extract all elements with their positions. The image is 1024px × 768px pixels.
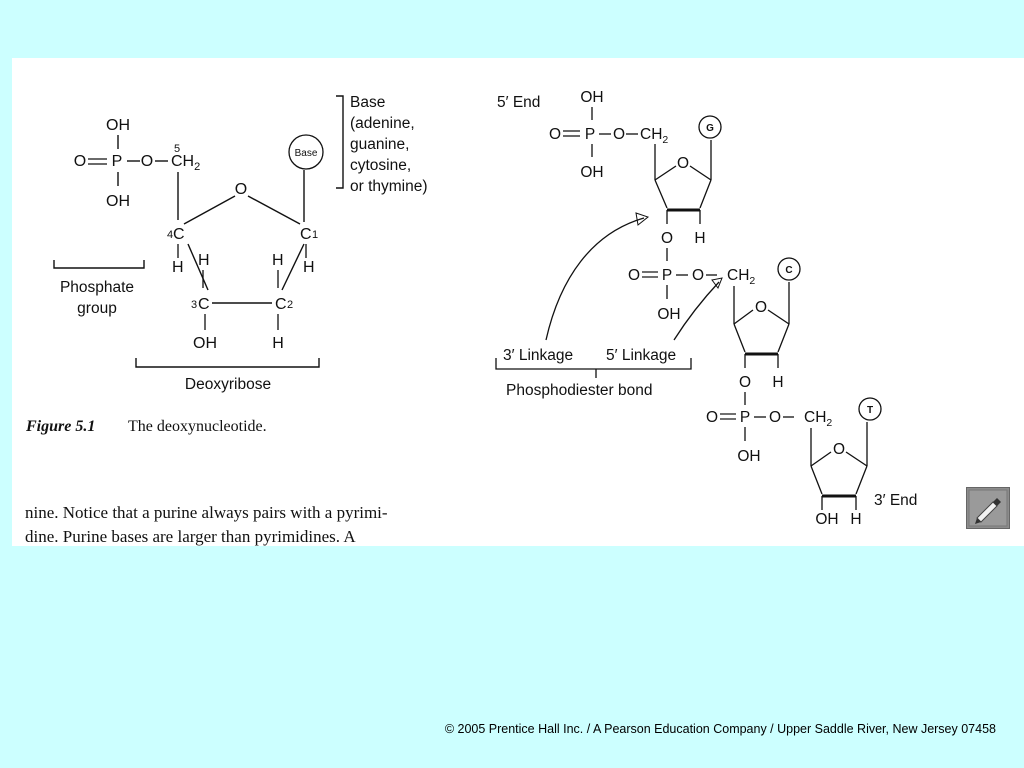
ring-oxygen-label: O — [235, 181, 247, 198]
base-note-line-1: Base — [350, 94, 385, 111]
caption-label: Figure 5.1 — [25, 418, 95, 435]
deoxyribose-label: Deoxyribose — [135, 358, 320, 393]
caption-text: The deoxynucleotide. — [128, 418, 267, 435]
svg-text:H: H — [850, 511, 861, 528]
oh-bottom-label: OH — [106, 193, 130, 210]
body-text: nine. Notice that a purine always pairs … — [25, 503, 388, 546]
carbon-3-number: 3 — [191, 299, 197, 311]
base-note: Base (adenine, guanine, cytosine, or thy… — [336, 94, 428, 195]
o-link-label: O — [141, 153, 153, 170]
h-c3-top-label: H — [198, 252, 210, 269]
carbon-2-number: 2 — [287, 299, 293, 311]
svg-text:CH2: CH2 — [804, 409, 832, 429]
svg-text:CH2: CH2 — [727, 267, 755, 287]
base-note-line-2: (adenine, — [350, 115, 415, 132]
svg-text:P: P — [585, 126, 595, 143]
h-c1-label: H — [303, 259, 315, 276]
svg-text:O: O — [549, 126, 561, 143]
phosphodiester-bond-label: 3′ Linkage 5′ Linkage Phosphodiester bon… — [495, 347, 692, 399]
svg-text:O: O — [677, 155, 689, 172]
carbon-2-label: C — [275, 296, 287, 313]
svg-text:O: O — [613, 126, 625, 143]
svg-text:O: O — [739, 374, 751, 391]
base-circle: Base — [288, 134, 324, 170]
base-note-line-3: guanine, — [350, 136, 409, 153]
three-prime-linkage-label: 3′ Linkage — [503, 347, 573, 364]
figure-panel: OH O P O CH2 5 OH O 4 C C 1 H H — [12, 58, 1024, 546]
svg-text:H: H — [772, 374, 783, 391]
oh-top-label: OH — [106, 117, 130, 134]
copyright-footer: © 2005 Prentice Hall Inc. / A Pearson Ed… — [444, 722, 996, 736]
svg-text:P: P — [662, 267, 672, 284]
base-note-line-5: or thymine) — [350, 178, 428, 195]
o-double-label: O — [74, 153, 86, 170]
carbon-3-label: C — [198, 296, 210, 313]
phosphodiester-bond-text: Phosphodiester bond — [506, 382, 653, 399]
base-t-label: T — [867, 405, 873, 416]
five-prime-linkage-label: 5′ Linkage — [606, 347, 676, 364]
svg-text:CH2: CH2 — [640, 126, 668, 146]
h-c2-bottom-label: H — [272, 335, 284, 352]
svg-text:O: O — [755, 299, 767, 316]
base-c-label: C — [785, 265, 792, 276]
linkage-arrows — [545, 212, 723, 341]
svg-text:O: O — [833, 441, 845, 458]
ch2-label: CH2 — [171, 153, 200, 173]
nucleotide-c: O P O CH2 OH O O H C — [628, 257, 801, 405]
phosphate-group-line-1: Phosphate — [60, 279, 134, 296]
carbon-1-label: C — [300, 226, 312, 243]
carbon-1-number: 1 — [312, 229, 318, 241]
svg-text:OH: OH — [815, 511, 838, 528]
base-note-line-4: cytosine, — [350, 157, 411, 174]
deoxyribose-text: Deoxyribose — [185, 376, 271, 393]
nucleotide-g: OH O P O CH2 OH O O H G — [549, 89, 722, 261]
svg-text:O: O — [706, 409, 718, 426]
h-c2-top-label: H — [272, 252, 284, 269]
svg-text:OH: OH — [580, 89, 603, 106]
base-g-label: G — [706, 123, 714, 134]
svg-text:O: O — [769, 409, 781, 426]
svg-text:H: H — [694, 230, 705, 247]
phosphate-structure: OH O P O CH2 5 OH — [74, 117, 200, 210]
carbon-5-number: 5 — [174, 143, 180, 155]
base-circle-label: Base — [295, 148, 318, 159]
phosphate-group-line-2: group — [77, 300, 117, 317]
svg-text:OH: OH — [657, 306, 680, 323]
body-text-line-2: dine. Purine bases are larger than pyrim… — [25, 527, 356, 546]
carbon-4-label: C — [173, 226, 185, 243]
svg-text:P: P — [740, 409, 750, 426]
nucleotide-t: O P O CH2 OH O OH H T — [706, 397, 882, 528]
svg-text:OH: OH — [737, 448, 760, 465]
carbon-4-number: 4 — [167, 229, 173, 241]
phosphate-group-label: Phosphate group — [53, 260, 145, 317]
oh-c3-label: OH — [193, 335, 217, 352]
deoxyribose-ring: O 4 C C 1 H H H H 3 C C 2 OH H — [167, 170, 318, 352]
deoxynucleotide-diagram: OH O P O CH2 5 OH O 4 C C 1 H H — [25, 89, 917, 546]
svg-text:O: O — [628, 267, 640, 284]
svg-text:O: O — [661, 230, 673, 247]
phosphorus-label: P — [112, 153, 123, 170]
figure-caption: Figure 5.1 The deoxynucleotide. — [25, 418, 267, 435]
body-text-line-1: nine. Notice that a purine always pairs … — [25, 503, 388, 522]
h-c4-label: H — [172, 259, 184, 276]
svg-text:O: O — [692, 267, 704, 284]
five-prime-end-label: 5′ End — [497, 94, 540, 111]
pen-tool-icon[interactable] — [966, 487, 1010, 529]
svg-text:OH: OH — [580, 164, 603, 181]
three-prime-end-label: 3′ End — [874, 492, 917, 509]
